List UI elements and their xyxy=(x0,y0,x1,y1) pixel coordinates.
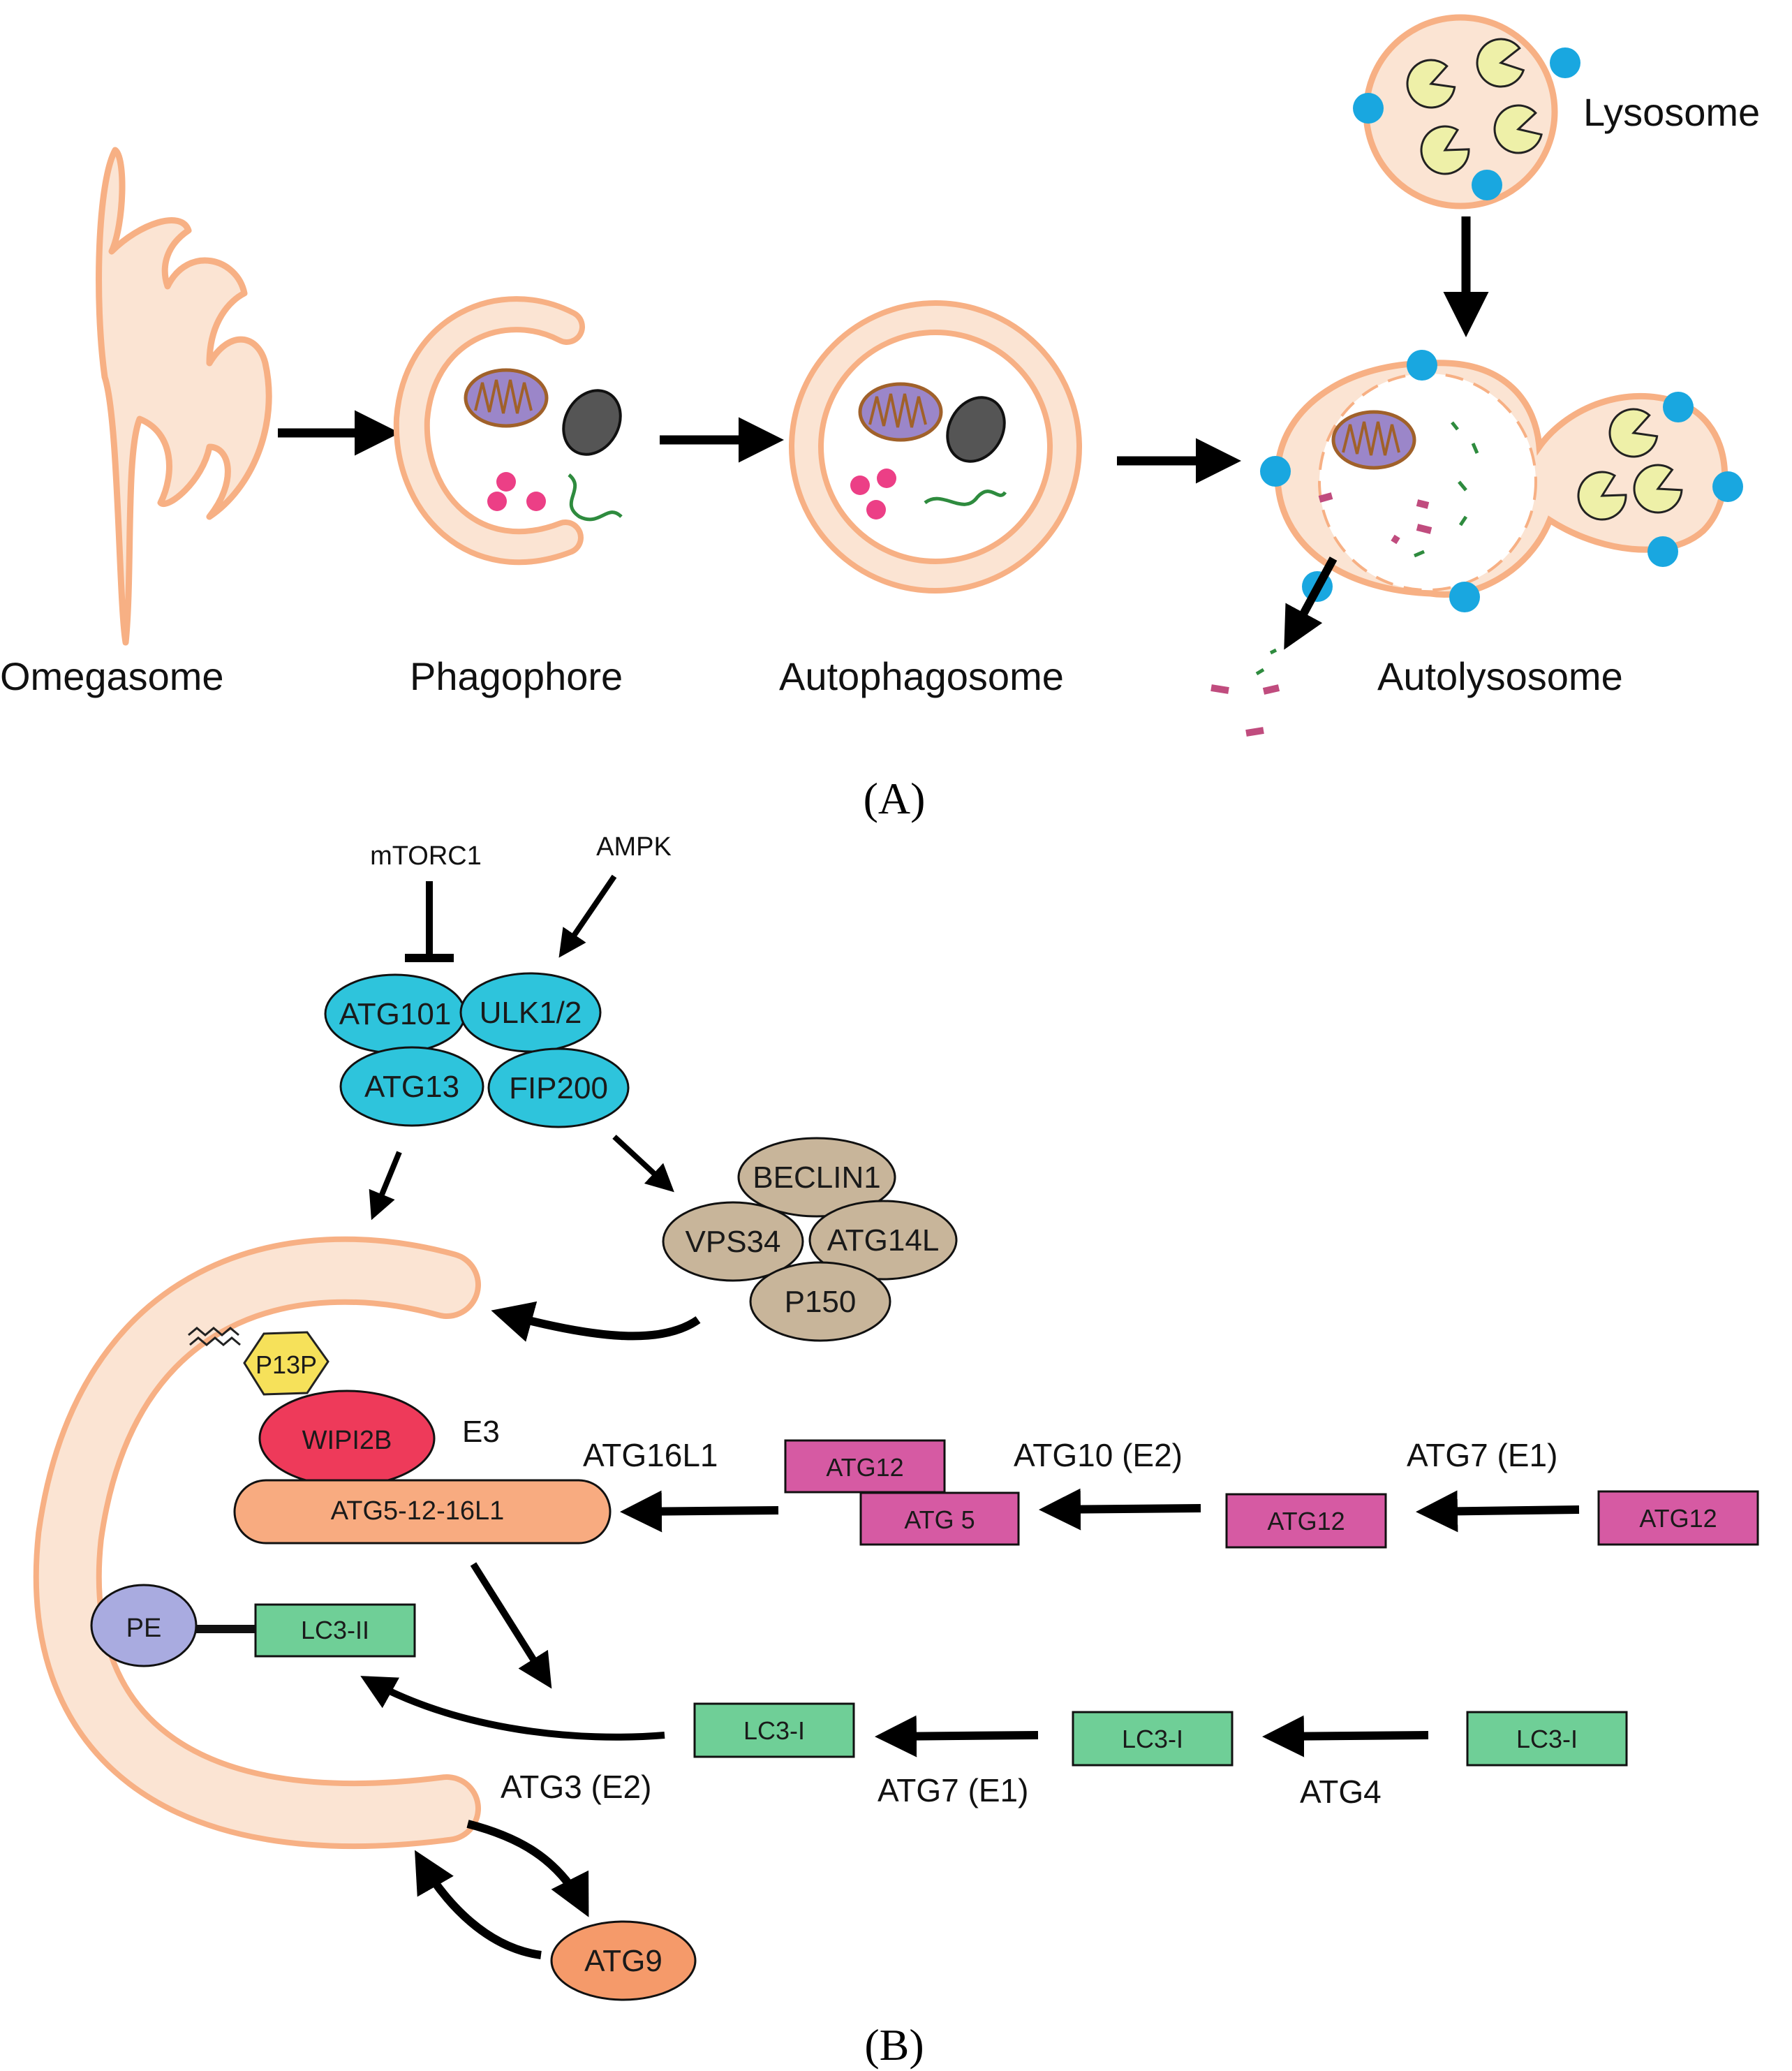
lc3-i-mid-node xyxy=(1072,1711,1234,1767)
vps34-label: VPS34 xyxy=(686,1225,781,1259)
rna-strand-icon xyxy=(568,473,623,522)
atg13-node xyxy=(339,1046,484,1127)
e3-label: E3 xyxy=(462,1415,500,1449)
lipid-tail-icon xyxy=(188,1327,241,1346)
arrow-ulk-to-pi3k xyxy=(612,1135,674,1193)
atg9-label: ATG9 xyxy=(584,1944,662,1978)
atg12-right-label: ATG12 xyxy=(1639,1504,1717,1533)
phagophore-structure xyxy=(393,296,623,566)
ampk-activation-arrow xyxy=(558,874,617,958)
atg3-label: ATG3 (E2) xyxy=(501,1769,651,1805)
atg12-conjugate-node xyxy=(784,1439,946,1494)
atg13-label: ATG13 xyxy=(364,1070,459,1104)
arrow-to-atg16l1 xyxy=(620,1490,779,1533)
arrow-atg7-atg12-step xyxy=(1416,1490,1580,1533)
arrow-pi3k-to-membrane xyxy=(491,1301,701,1342)
lc3-ii-label: LC3-II xyxy=(301,1616,369,1644)
vps34-node xyxy=(662,1201,804,1282)
organelle-icon xyxy=(562,389,622,456)
panel-b-label: (B) xyxy=(864,2020,924,2070)
protein-dot-icon xyxy=(496,472,516,492)
lc3-i-mid-label: LC3-I xyxy=(1122,1725,1183,1753)
ulk-complex: ATG101 ULK1/2 ATG13 FIP200 xyxy=(324,972,630,1128)
arrow-atg5-complex-to-lc3 xyxy=(470,1562,552,1689)
panel-b: mTORC1 AMPK ATG101 ULK1/2 ATG13 FIP200 B… xyxy=(33,832,1759,2070)
atg5-12-16l1-label: ATG5-12-16L1 xyxy=(331,1496,505,1526)
wipi2b-label: WIPI2B xyxy=(302,1426,392,1455)
atg5-label: ATG 5 xyxy=(904,1505,975,1534)
omegasome-label: Omegasome xyxy=(0,654,224,698)
autophagosome-label: Autophagosome xyxy=(779,654,1064,698)
atg4-label: ATG4 xyxy=(1300,1774,1382,1810)
pi3p-node xyxy=(243,1331,329,1396)
atg14l-node xyxy=(808,1200,958,1281)
autolysosome-label: Autolysosome xyxy=(1377,654,1623,698)
arrow-atg9-to-membrane xyxy=(415,1850,542,1959)
panel-a: Omegasome Phagophore Autophagosome xyxy=(0,14,1760,823)
ulk12-label: ULK1/2 xyxy=(480,996,582,1030)
ampk-label: AMPK xyxy=(596,832,672,862)
fip200-label: FIP200 xyxy=(509,1071,608,1105)
omegasome-structure xyxy=(96,147,272,646)
lc3-ii-node xyxy=(254,1603,416,1658)
lc3-i-right-label: LC3-I xyxy=(1516,1725,1578,1753)
atg12-right-node xyxy=(1597,1490,1759,1546)
p150-label: P150 xyxy=(785,1285,857,1319)
pe-label: PE xyxy=(126,1614,162,1643)
lysosome-structure xyxy=(1353,14,1580,209)
panel-a-label: (A) xyxy=(864,774,926,823)
lysosome-label: Lysosome xyxy=(1583,90,1760,134)
atg16l1-label: ATG16L1 xyxy=(583,1437,718,1473)
released-products xyxy=(1210,648,1280,737)
atg5-12-16l1-node xyxy=(233,1479,612,1545)
fip200-node xyxy=(487,1047,630,1128)
p150-node xyxy=(749,1261,891,1342)
mtorc1-label: mTORC1 xyxy=(370,841,482,871)
lysosome-membrane-protein-icon xyxy=(1550,47,1580,78)
atg101-label: ATG101 xyxy=(339,997,452,1031)
mitochondrion-icon xyxy=(466,370,547,426)
atg9-node xyxy=(550,1920,697,2001)
atg12-conjugate-label: ATG12 xyxy=(826,1453,903,1482)
atg10-label: ATG10 (E2) xyxy=(1014,1437,1183,1473)
lc3-i-left-label: LC3-I xyxy=(743,1716,805,1745)
arrow-atg4-step xyxy=(1262,1715,1429,1757)
atg14l-label: ATG14L xyxy=(827,1223,940,1258)
arrow-lc3-i-to-lc3-ii xyxy=(360,1676,665,1741)
atg12-mid-node xyxy=(1225,1493,1387,1549)
arrow-membrane-to-atg9 xyxy=(466,1820,589,1917)
arrow-degradation-release xyxy=(1284,557,1338,650)
phagophore-membrane xyxy=(33,1236,481,1850)
degraded-protein-icon xyxy=(1318,492,1432,545)
pi3p-label: P13P xyxy=(256,1350,317,1379)
lc3-i-left-node xyxy=(693,1702,855,1758)
beclin1-label: BECLIN1 xyxy=(753,1160,880,1195)
autophagosome-structure xyxy=(789,300,1082,594)
arrow-atg10-step xyxy=(1039,1488,1201,1531)
arrow-atg7-lc3-step xyxy=(875,1715,1039,1757)
atg7-atg12-label: ATG7 (E1) xyxy=(1407,1437,1557,1473)
atg7-lc3-label: ATG7 (E1) xyxy=(878,1772,1028,1808)
lc3-i-right-node xyxy=(1466,1711,1628,1767)
phagophore-label: Phagophore xyxy=(410,654,623,698)
autolysosome-structure xyxy=(1260,350,1743,612)
arrow-ulk-to-membrane xyxy=(369,1151,402,1221)
beclin1-node xyxy=(737,1137,896,1218)
atg12-mid-label: ATG12 xyxy=(1267,1507,1345,1535)
pi3k-complex: BECLIN1 VPS34 ATG14L P150 xyxy=(662,1137,958,1342)
